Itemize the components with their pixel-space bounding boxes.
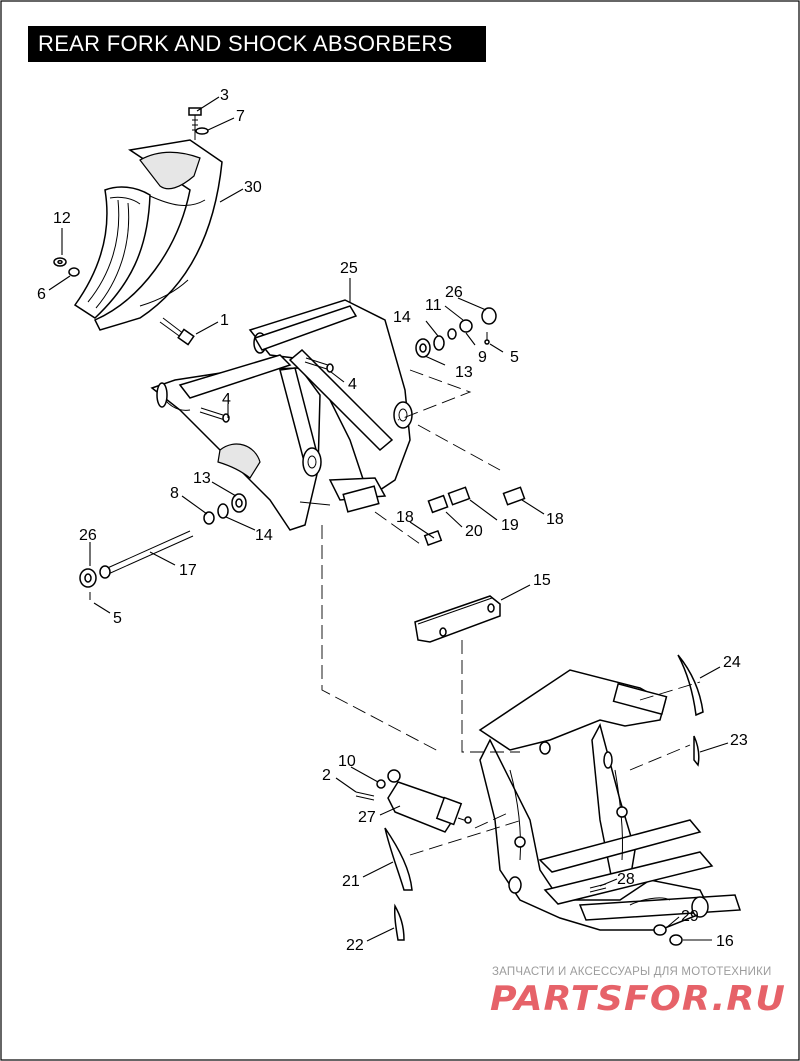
- callout-26-left: 26: [79, 527, 97, 544]
- fender-bolt-part: [188, 107, 209, 140]
- callout-22: 22: [346, 937, 364, 954]
- callout-3: 3: [220, 87, 229, 104]
- callout-27: 27: [358, 809, 376, 826]
- watermark-tagline: ЗАПЧАСТИ И АКСЕССУАРЫ ДЛЯ МОТОТЕХНИКИ: [492, 966, 772, 978]
- callout-24: 24: [723, 654, 741, 671]
- callout-17: 17: [179, 562, 197, 579]
- frame-assembly-part: [478, 669, 742, 931]
- shock-bracket-part: [414, 595, 501, 643]
- fender-mount-bolt: [159, 317, 195, 346]
- callout-8: 8: [170, 485, 179, 502]
- callout-28: 28: [617, 871, 635, 888]
- callout-4-upper: 4: [348, 376, 357, 393]
- title-bar: REAR FORK AND SHOCK ABSORBERS: [28, 26, 486, 62]
- callout-26-right: 26: [445, 284, 463, 301]
- callout-25: 25: [340, 260, 358, 277]
- diagram-title: REAR FORK AND SHOCK ABSORBERS: [38, 31, 453, 56]
- axle-part: [79, 530, 194, 600]
- callout-18-left: 18: [396, 509, 414, 526]
- callout-14-right: 14: [393, 309, 411, 326]
- callout-14-left: 14: [255, 527, 273, 544]
- trim-piece-23: [693, 735, 700, 767]
- shock-absorber-part: [387, 769, 472, 833]
- trim-piece-22: [394, 903, 405, 941]
- pivot-bolt-upper: [304, 357, 334, 373]
- callout-4-lower: 4: [222, 391, 231, 408]
- callout-5-left: 5: [113, 610, 122, 627]
- callout-13-right: 13: [455, 364, 473, 381]
- trim-piece-21: [384, 827, 413, 891]
- callout-23: 23: [730, 732, 748, 749]
- callout-1: 1: [220, 312, 229, 329]
- callout-30: 30: [244, 179, 262, 196]
- callout-16: 16: [716, 933, 734, 950]
- callout-7: 7: [236, 108, 245, 125]
- rear-fender-part: [73, 139, 223, 331]
- callout-13-left: 13: [193, 470, 211, 487]
- rear-fork-part: [150, 299, 413, 531]
- callout-29: 29: [681, 908, 699, 925]
- callout-18-right: 18: [546, 511, 564, 528]
- callout-10: 10: [338, 753, 356, 770]
- callout-5-right: 5: [510, 349, 519, 366]
- callout-6: 6: [37, 286, 46, 303]
- callout-15: 15: [533, 572, 551, 589]
- callout-11: 11: [425, 297, 442, 314]
- callout-21: 21: [342, 873, 360, 890]
- watermark-logo: PARTSFOR.RU: [490, 980, 786, 1016]
- callout-12: 12: [53, 210, 71, 227]
- callout-20: 20: [465, 523, 483, 540]
- callout-2: 2: [322, 767, 331, 784]
- svg-text:PARTSFOR.RU: PARTSFOR.RU: [490, 980, 786, 1016]
- callout-9: 9: [478, 349, 487, 366]
- callout-19: 19: [501, 517, 519, 534]
